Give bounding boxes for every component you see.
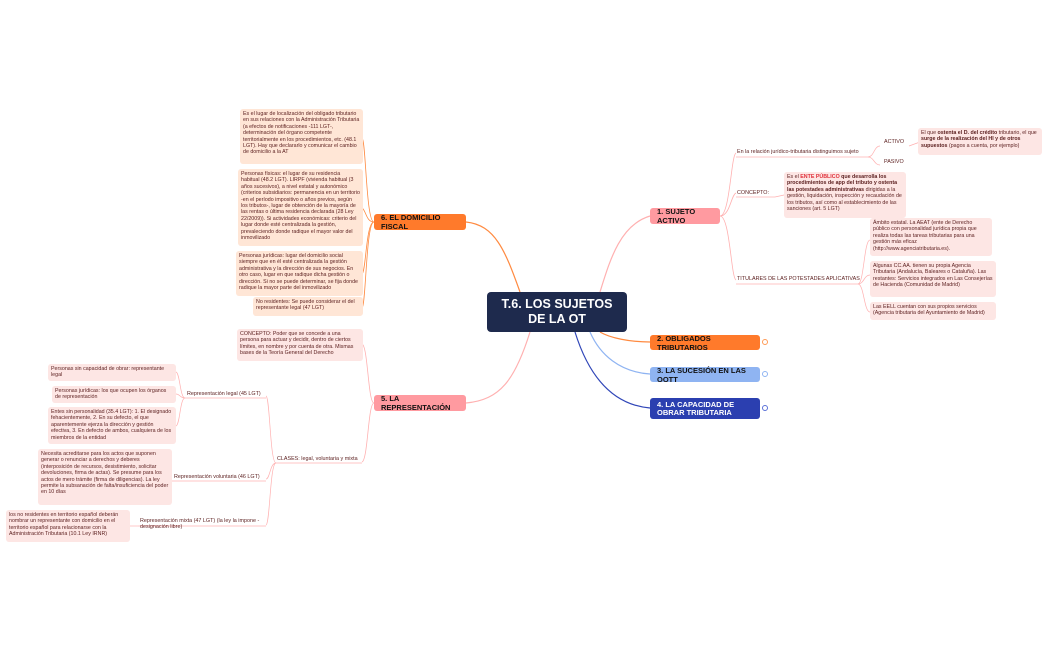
branch-capacidad-obrar[interactable]: 4. LA CAPACIDAD DE OBRAR TRIBUTARIA [650, 398, 760, 419]
representacion-concepto[interactable]: CONCEPTO: Poder que se concede a una per… [237, 329, 363, 361]
collapse-toggle-icon[interactable] [762, 405, 768, 411]
domicilio-item[interactable]: Es el lugar de localización del obligado… [240, 109, 363, 164]
central-topic-label: T.6. LOS SUJETOS DE LA OT [501, 297, 613, 326]
text-bold: surge de la realización del HI y de otro… [921, 136, 1021, 149]
mixta-item[interactable]: los no residentes en territorio español … [6, 510, 130, 542]
text-bold: ostenta el D. del crédito [937, 130, 998, 136]
text-segment: dirigidas a la gestión, liquidación, ins… [787, 186, 902, 213]
representacion-voluntaria-label[interactable]: Representación voluntaria (46 LGT) [174, 474, 260, 480]
concepto-label[interactable]: CONCEPTO: [737, 190, 769, 196]
text-highlight: ENTE PÚBLICO [800, 174, 840, 180]
concepto-description[interactable]: Es el ENTE PÚBLICO que desarrolla los pr… [784, 172, 906, 218]
legal-item[interactable]: Personas jurídicas: los que ocupen los ó… [52, 386, 176, 403]
domicilio-item[interactable]: Personas jurídicas: lugar del domicilio … [236, 251, 363, 296]
branch-label: 3. LA SUCESIÓN EN LAS OOTT [657, 365, 746, 384]
clases-label[interactable]: CLASES: legal, voluntaria y mixta [277, 456, 358, 462]
branch-label: 6. EL DOMICILIO FISCAL [381, 213, 441, 231]
representacion-legal-label[interactable]: Representación legal (45 LGT) [187, 391, 261, 397]
central-topic[interactable]: T.6. LOS SUJETOS DE LA OT [487, 292, 627, 332]
branch-label: 1. SUJETO ACTIVO [657, 207, 696, 225]
representacion-mixta-label[interactable]: Representación mixta (47 LGT) (la ley la… [140, 518, 260, 531]
voluntaria-item[interactable]: Necesita acreditarse para los actos que … [38, 449, 172, 505]
branch-label: 5. LA REPRESENTACIÓN [381, 394, 451, 412]
branch-label: 4. LA CAPACIDAD DE OBRAR TRIBUTARIA [657, 399, 735, 417]
titulares-label[interactable]: TITULARES DE LAS POTESTADES APLICATIVAS [737, 276, 860, 282]
text-segment: (pagos a cuenta, por ejemplo) [947, 142, 1020, 149]
titular-item[interactable]: Algunas CC.AA. tienen su propia Agencia … [870, 261, 996, 297]
activo-description[interactable]: El que ostenta el D. del crédito tributa… [918, 128, 1042, 155]
legal-item[interactable]: Personas sin capacidad de obrar: represe… [48, 364, 176, 381]
text-segment: Es el [787, 174, 801, 180]
pasivo-label[interactable]: PASIVO [884, 159, 904, 165]
titular-item[interactable]: Ámbito estatal. La AEAT (ente de Derecho… [870, 218, 992, 256]
text-bold: que desarrolla los procedimientos de app… [787, 174, 898, 193]
collapse-toggle-icon[interactable] [762, 371, 768, 377]
titular-item[interactable]: Las EELL cuentan con sus propios servici… [870, 302, 996, 320]
domicilio-item[interactable]: No residentes: Se puede considerar el de… [253, 297, 363, 316]
domicilio-item[interactable]: Personas físicas: el lugar de su residen… [238, 169, 363, 246]
branch-sucesion[interactable]: 3. LA SUCESIÓN EN LAS OOTT [650, 365, 760, 384]
text-segment: El que [921, 130, 938, 136]
branch-sujeto-activo[interactable]: 1. SUJETO ACTIVO [650, 207, 720, 225]
text-segment: tributario, el que [997, 130, 1037, 136]
branch-obligados-tributarios[interactable]: 2. OBLIGADOS TRIBUTARIOS [650, 333, 760, 352]
branch-representacion[interactable]: 5. LA REPRESENTACIÓN [374, 394, 466, 412]
branch-label: 2. OBLIGADOS TRIBUTARIOS [657, 333, 711, 352]
legal-item[interactable]: Entes sin personalidad (35.4 LGT): 1. El… [48, 407, 176, 444]
collapse-toggle-icon[interactable] [762, 339, 768, 345]
activo-label[interactable]: ACTIVO [884, 139, 905, 145]
branch-domicilio-fiscal[interactable]: 6. EL DOMICILIO FISCAL [374, 213, 466, 231]
relacion-label[interactable]: En la relación jurídico-tributaria disti… [737, 149, 859, 155]
